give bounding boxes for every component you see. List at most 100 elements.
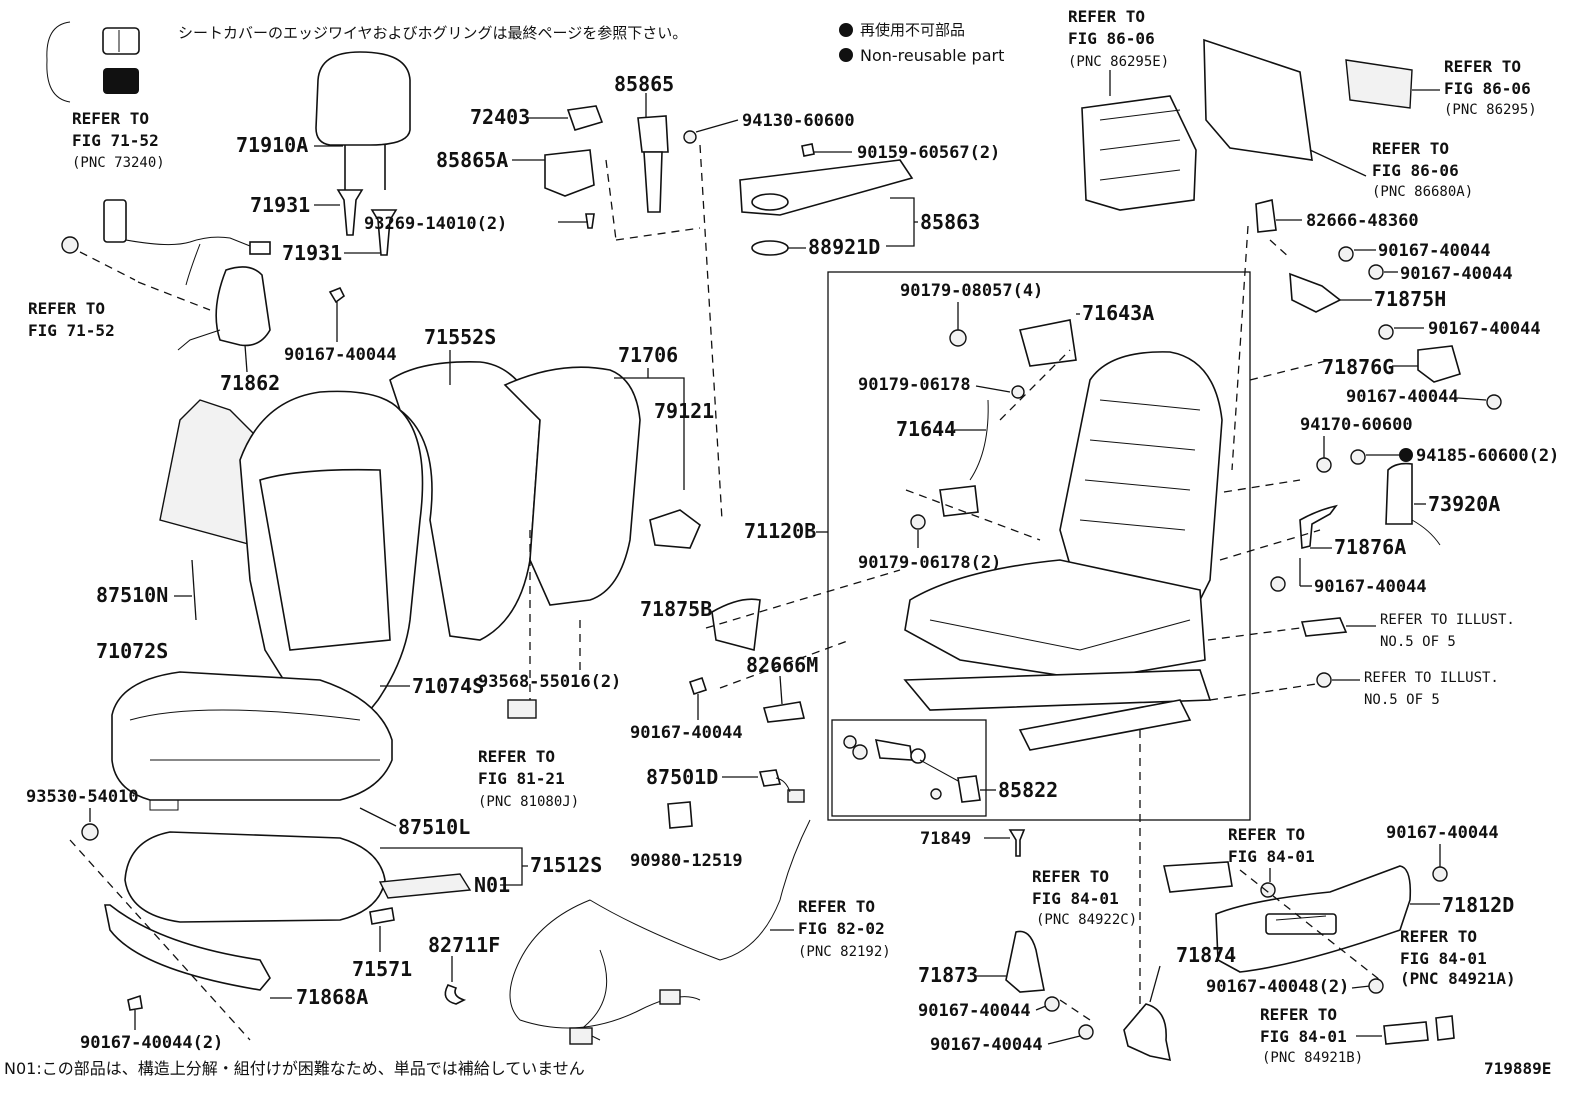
84922C-drawing (1163, 861, 1233, 893)
ref-fig-86-06-b-line2: FIG 86-06 (1444, 79, 1531, 98)
ref-fig-84-01-d-line1: REFER TO (1260, 1005, 1337, 1024)
ref-fig-86-06-a-line1: REFER TO (1068, 7, 1145, 26)
bolt-icon (1368, 978, 1384, 994)
bolt-icon (688, 676, 708, 696)
part-79121: 79121 (654, 399, 714, 423)
part-71874: 71874 (1176, 943, 1236, 967)
part-87510N: 87510N (96, 583, 168, 607)
part-90167-40044-i: 90167-40044 (918, 1001, 1031, 1021)
87501D-drawing (758, 769, 805, 803)
part-71074S: 71074S (412, 674, 484, 698)
part-N01: N01 (474, 873, 510, 897)
71876G-drawing (1417, 345, 1461, 383)
ref-fig-86-06-b-line3: (PNC 86295) (1444, 102, 1537, 118)
ref-illust-a-line1: REFER TO ILLUST. (1380, 612, 1515, 628)
ref-fig-84-01-a-line2: FIG 84-01 (1032, 889, 1119, 908)
part-85865A: 85865A (436, 148, 508, 172)
part-90167-40044-2: 90167-40044(2) (80, 1033, 223, 1053)
part-90167-40044-b: 90167-40044 (630, 723, 743, 743)
ref-fig-71-52-line1: REFER TO (72, 109, 149, 128)
ref-fig-86-06-c-line3: (PNC 86680A) (1372, 184, 1473, 200)
headrest-drawing (315, 51, 411, 256)
71875H-drawing (1289, 272, 1342, 313)
ref-illust-a-line2: NO.5 OF 5 (1380, 634, 1456, 650)
connector-icon (507, 699, 537, 719)
ref-fig-86-06-c-line1: REFER TO (1372, 139, 1449, 158)
part-71931-upper: 71931 (250, 193, 310, 217)
part-90167-40044-g: 90167-40044 (1314, 577, 1427, 597)
ref-fig-81-21-line2: FIG 81-21 (478, 769, 565, 788)
bolt-icon (1044, 996, 1060, 1012)
part-87510L: 87510L (398, 815, 470, 839)
cover-closed-icon (103, 68, 139, 94)
71876A-drawing (1299, 504, 1338, 550)
legend-jp: 再使用不可部品 (860, 21, 965, 39)
part-71072S: 71072S (96, 639, 168, 663)
ref-fig-86-06-a-line2: FIG 86-06 (1068, 29, 1155, 48)
part-71706: 71706 (618, 343, 678, 367)
part-93530-54010: 93530-54010 (26, 787, 139, 807)
nut-icon (1350, 449, 1366, 465)
bolt-icon (1486, 394, 1502, 410)
ref-fig-84-01-c-line1: REFER TO (1400, 927, 1477, 946)
seat-cushion-drawing (81, 671, 472, 1011)
part-71120B: 71120B (744, 519, 816, 543)
part-71512S: 71512S (530, 853, 602, 877)
85822-inset (831, 719, 987, 817)
part-94130-60600: 94130-60600 (742, 111, 855, 131)
bolt-icon (1432, 866, 1448, 882)
ref-fig-84-01-c-line2: FIG 84-01 (1400, 949, 1487, 968)
84921B-drawing (1383, 1021, 1429, 1045)
bolt-icon (1078, 1024, 1094, 1040)
part-71862: 71862 (220, 371, 280, 395)
bolt-icon (1378, 324, 1394, 340)
ref-fig-84-01-d-line2: FIG 84-01 (1260, 1027, 1347, 1046)
part-90167-40044-e: 90167-40044 (1428, 319, 1541, 339)
ref2-line1: REFER TO (28, 299, 105, 318)
header-jp-note: シートカバーのエッジワイヤおよびホグリングは最終ページを参照下さい。 (178, 24, 687, 42)
ref-fig-82-02-line1: REFER TO (798, 897, 875, 916)
part-90179-08057: 90179-08057(4) (900, 281, 1043, 301)
ref-fig-71-52-line3: (PNC 73240) (72, 155, 165, 171)
part-71873: 71873 (918, 963, 978, 987)
ref2-line2: FIG 71-52 (28, 321, 115, 340)
82666-48360-drawing (1255, 199, 1277, 233)
ref-fig-86-06-a-line3: (PNC 86295E) (1068, 54, 1169, 70)
part-94170-60600: 94170-60600 (1300, 415, 1413, 435)
part-85822: 85822 (998, 778, 1058, 802)
part-73920A: 73920A (1428, 492, 1500, 516)
ref-fig-84-01-c-line3: (PNC 84921A) (1400, 969, 1516, 988)
part-94185-60600: 94185-60600(2) (1416, 446, 1559, 466)
bolt-icon (1316, 672, 1332, 688)
84921B-clip-drawing (1435, 1015, 1455, 1041)
part-88921D: 88921D (808, 235, 880, 259)
85822-drawing (843, 735, 981, 803)
ref-fig-82-02-line3: (PNC 82192) (798, 944, 891, 960)
ref-fig-84-01-d-line3: (PNC 84921B) (1262, 1050, 1363, 1066)
ref-illust-part-icon (1300, 617, 1348, 637)
part-71910A: 71910A (236, 133, 308, 157)
ref-fig-81-21-line3: (PNC 81080J) (478, 794, 579, 810)
71874-drawing (1123, 1003, 1172, 1062)
ref-fig-86-06-b-line1: REFER TO (1444, 57, 1521, 76)
non-reusable-bullet-icon (1399, 448, 1413, 462)
nut-icon (1316, 457, 1332, 473)
90980-connector-icon (667, 801, 693, 829)
part-93568-55016: 93568-55016(2) (478, 672, 621, 692)
part-71849: 71849 (920, 829, 971, 849)
part-90167-40044-f: 90167-40044 (1346, 387, 1459, 407)
wire-harness-drawing (444, 819, 811, 1045)
73920A-drawing (1385, 462, 1413, 525)
right-upper-panels-drawing (1081, 38, 1413, 211)
bolt-icon (1008, 829, 1026, 857)
ref-fig-82-02-line2: FIG 82-02 (798, 919, 885, 938)
non-reusable-bullet-icon (839, 23, 853, 37)
bolt-icon (1260, 882, 1276, 898)
part-85865: 85865 (614, 72, 674, 96)
part-90167-40044-d: 90167-40044 (1400, 264, 1513, 284)
71812D-drawing (1215, 865, 1412, 973)
part-71812D: 71812D (1442, 893, 1514, 917)
part-82666-48360: 82666-48360 (1306, 211, 1419, 231)
footer-note: N01:この部品は、構造上分解・組付けが困難なため、単品では補給していません (4, 1059, 585, 1078)
